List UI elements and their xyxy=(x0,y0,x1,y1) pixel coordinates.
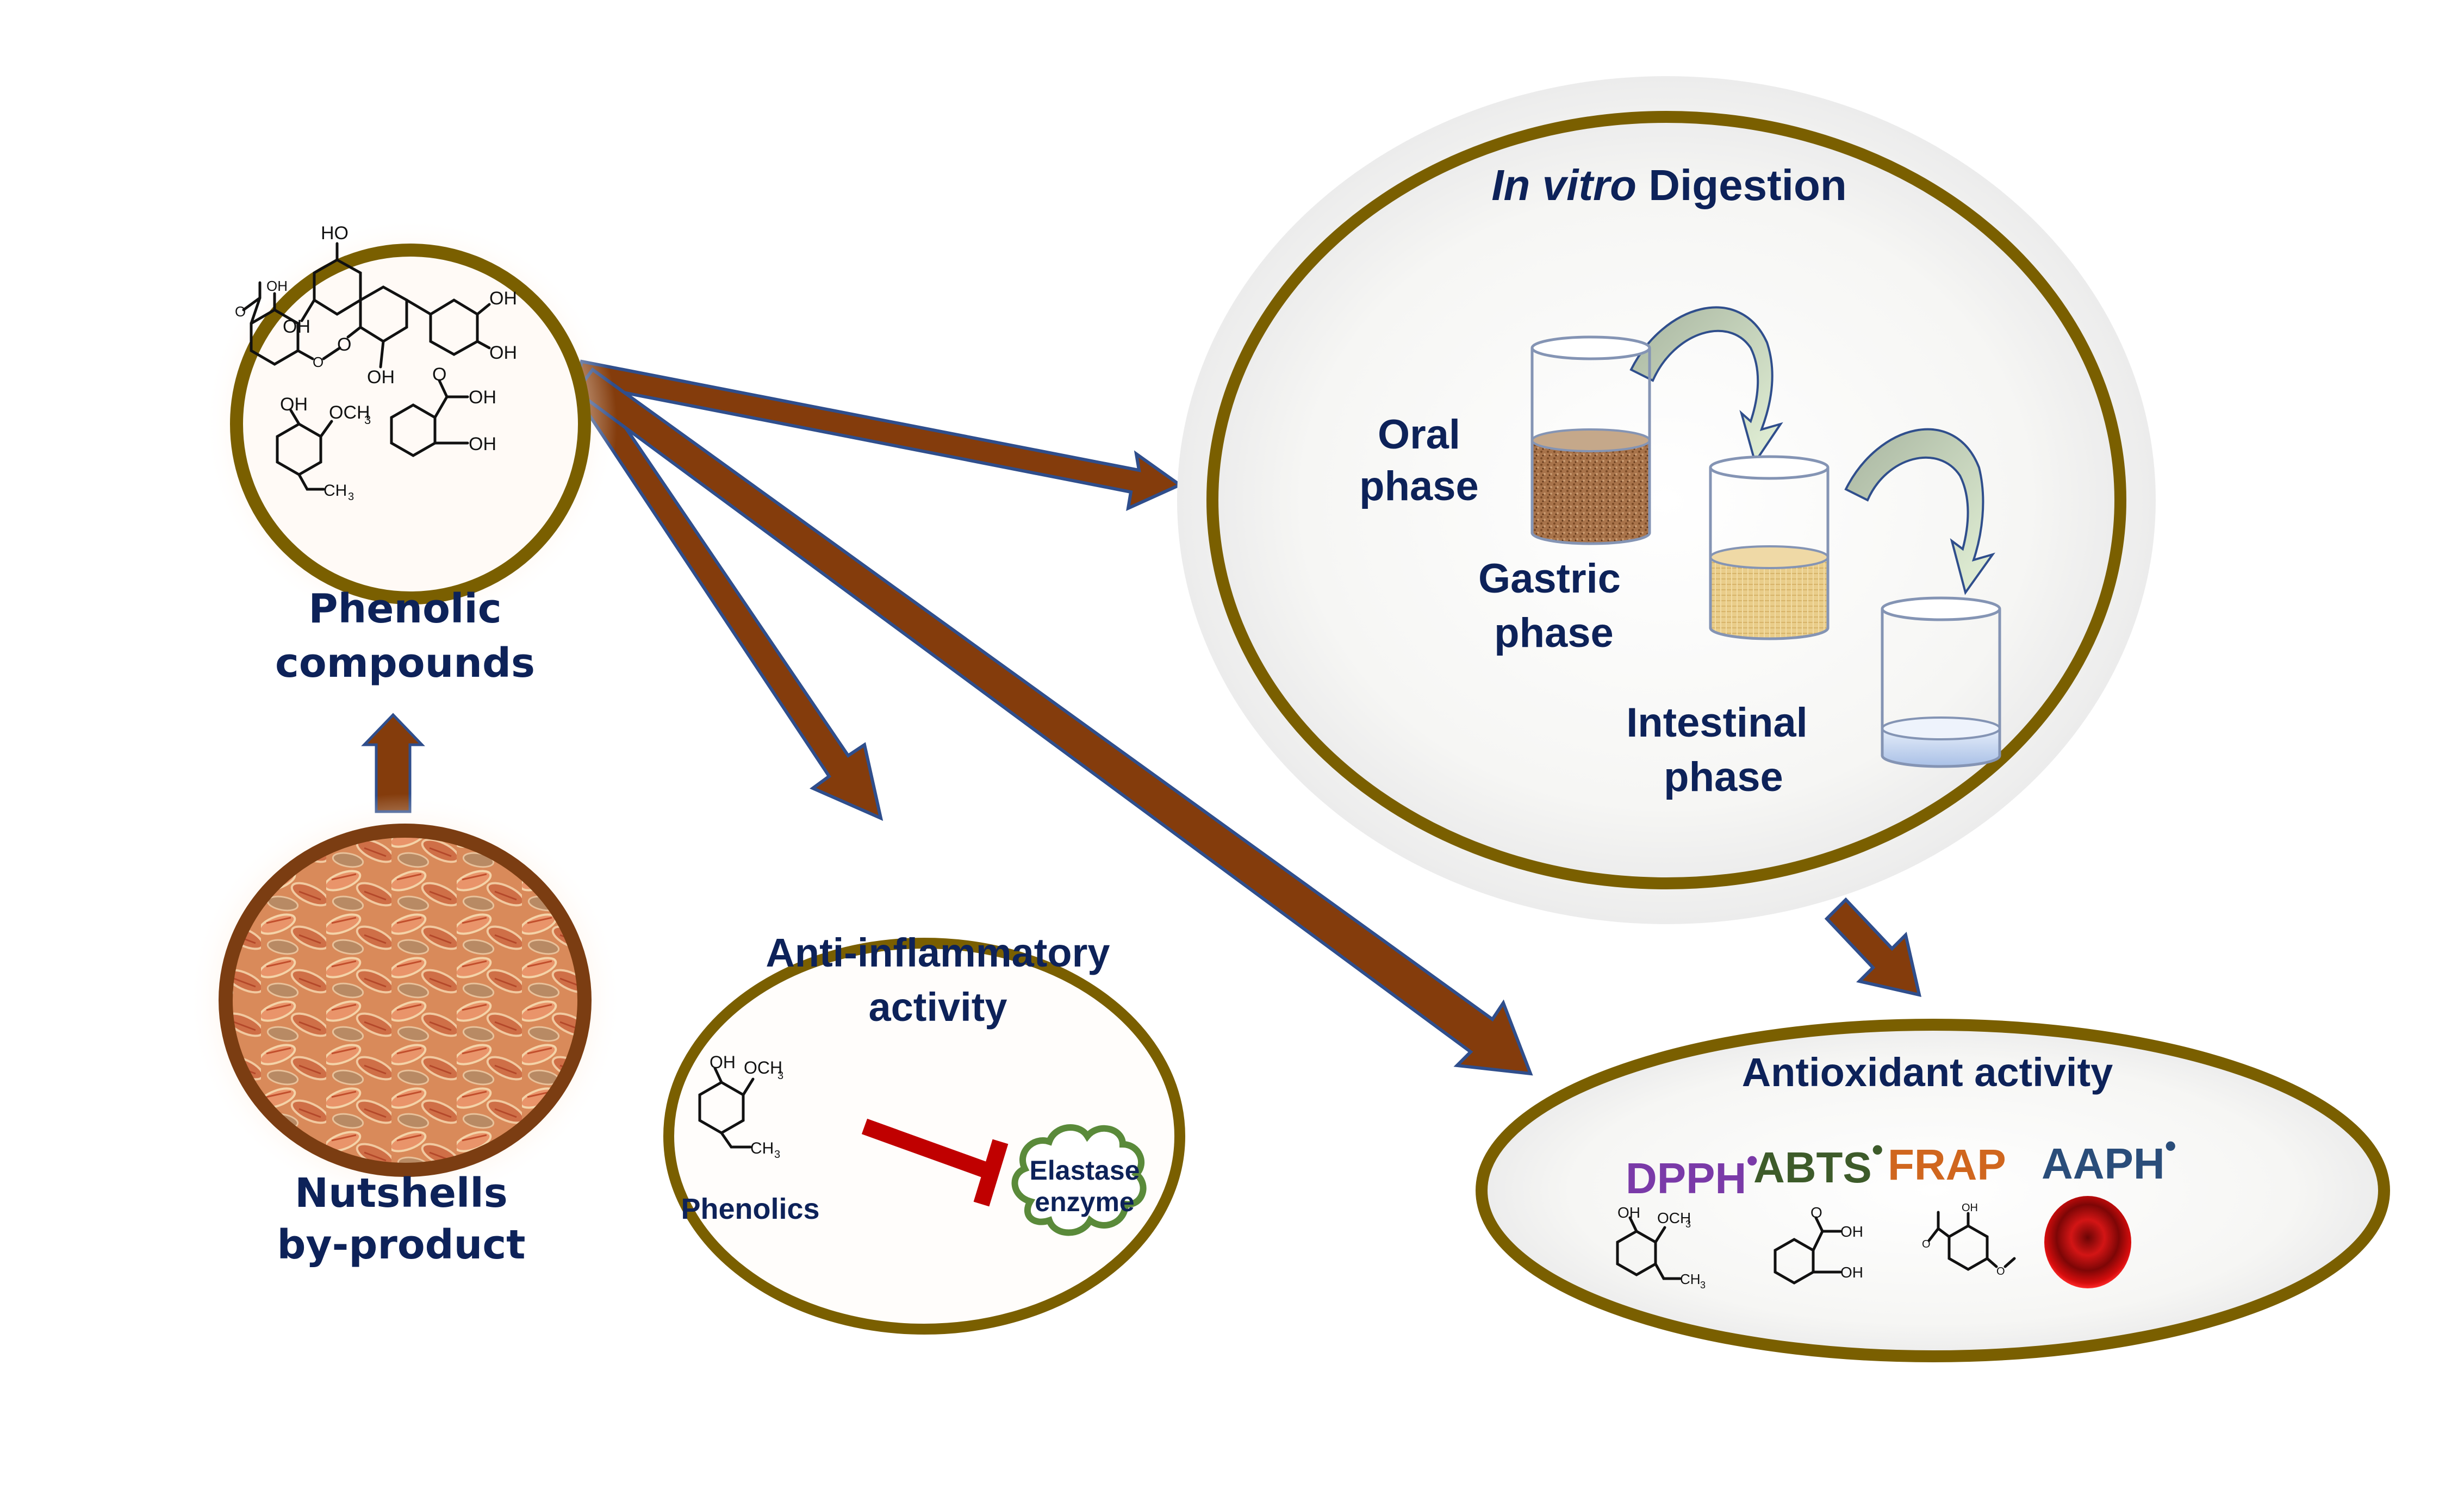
phenolic-ring xyxy=(230,244,591,604)
antioxidant-ring xyxy=(1476,1019,2390,1362)
gastric-phase-line1: Gastric xyxy=(1478,556,1621,602)
chem-label: O xyxy=(313,354,323,370)
chem-label: 3 xyxy=(348,491,354,503)
chem-label: HO xyxy=(321,223,349,244)
elastase-label-line2: enzyme xyxy=(1035,1187,1134,1217)
chem-label: O xyxy=(337,334,351,355)
chem-label: O xyxy=(1810,1204,1822,1221)
radical-dot: • xyxy=(2165,1127,2176,1164)
assay-frap-label: FRAP xyxy=(1888,1140,2006,1189)
digestion-title: In vitro Digestion xyxy=(1491,161,1846,209)
chem-label: OH xyxy=(489,342,517,363)
chem-label: OH xyxy=(710,1052,736,1072)
ethylguaiacol-structure-icon: OH OCH 3 CH 3 xyxy=(276,394,371,503)
chem-label: OCH xyxy=(329,402,370,423)
nutshells-label-line1: Nutshells xyxy=(295,1170,508,1217)
beaker-gastric-icon xyxy=(1709,455,1830,640)
digestion-ring xyxy=(1206,111,2126,889)
phenolic-structure-icon: OH OCH 3 CH 3 xyxy=(698,1052,783,1161)
digestion-node: In vitro Digestion Oral phase Gastric ph… xyxy=(1177,76,2156,924)
phenolics-label: Phenolics xyxy=(681,1193,819,1225)
chem-label: OH xyxy=(469,434,496,454)
beaker-intestinal-icon xyxy=(1881,596,2001,768)
curved-arrow-oral-to-gastric xyxy=(1629,306,1783,465)
chem-label: OH xyxy=(1840,1264,1863,1281)
beaker-oral-icon xyxy=(1530,335,1651,545)
chem-label: 3 xyxy=(1700,1280,1706,1291)
digestion-title-rest: Digestion xyxy=(1637,161,1847,209)
acetophenone-structure-icon: OH O O xyxy=(1922,1202,2016,1277)
chem-label: CH xyxy=(323,482,347,500)
arrows-layer xyxy=(361,359,1921,1076)
digestion-title-italic: In vitro xyxy=(1491,161,1637,209)
phenolic-label-line2: compounds xyxy=(275,640,535,687)
radical-dot: • xyxy=(1872,1131,1883,1168)
antioxidant-title: Antioxidant activity xyxy=(1742,1050,2113,1095)
assay-abts-label: ABTS xyxy=(1753,1143,1872,1192)
intestinal-phase-line2: phase xyxy=(1664,754,1783,800)
anti-inflammatory-title-line1: Anti-inflammatory xyxy=(766,930,1110,975)
inhibition-symbol-icon xyxy=(861,1118,1009,1207)
chem-label: OH xyxy=(266,278,288,294)
chem-label: O xyxy=(432,364,446,385)
chem-label: OH xyxy=(367,367,395,388)
chem-label: OH xyxy=(1617,1204,1640,1221)
chem-label: OCH xyxy=(744,1058,782,1077)
elastase-label-line1: Elastase xyxy=(1030,1155,1140,1186)
arrow-to-antioxidant xyxy=(574,367,1533,1076)
chem-label: 3 xyxy=(1685,1219,1691,1230)
anti-inflammatory-title-line2: activity xyxy=(868,984,1007,1030)
assay-dpph: DPPH• xyxy=(1626,1142,1758,1202)
red-blood-cell-icon xyxy=(2044,1196,2131,1288)
chem-label: O xyxy=(1922,1238,1931,1250)
phenolic-label-line1: Phenolic xyxy=(308,585,501,632)
chem-label: OCH xyxy=(1657,1210,1691,1226)
salicylic-acid-structure-icon: O OH OH xyxy=(1774,1204,1863,1285)
assay-abts: ABTS• xyxy=(1753,1131,1883,1192)
chem-label: OH xyxy=(280,394,308,415)
assay-frap: FRAP xyxy=(1888,1140,2006,1189)
nutshells-label-line2: by-product xyxy=(277,1221,525,1268)
phenolic-compounds-node: HO OH O OH OH OH OH O O OH OCH xyxy=(204,217,617,631)
oral-phase-line1: Oral xyxy=(1378,412,1460,458)
chem-label: O xyxy=(235,303,246,320)
oral-phase-line2: phase xyxy=(1359,463,1479,509)
acetophenone-structure-icon: OH O O xyxy=(235,278,341,370)
assay-aaph: AAPH• xyxy=(2042,1127,2176,1188)
chem-label: OH xyxy=(1962,1202,1978,1214)
assay-dpph-label: DPPH xyxy=(1626,1154,1746,1202)
arrow-digestion-to-antioxidant xyxy=(1824,897,1921,997)
chem-label: O xyxy=(1996,1266,2005,1277)
antioxidant-node: Antioxidant activity DPPH• ABTS• FRAP AA… xyxy=(1476,1019,2390,1362)
anti-inflammatory-ring xyxy=(663,938,1185,1335)
chem-label: CH xyxy=(1680,1271,1701,1287)
chem-label: OH xyxy=(1840,1223,1863,1240)
chem-label: 3 xyxy=(777,1070,783,1082)
arrow-to-anti-inflammatory xyxy=(571,372,883,821)
curved-arrow-gastric-to-intestinal xyxy=(1844,428,1995,595)
elastase-cloud-icon xyxy=(1011,1124,1147,1236)
intestinal-phase-line1: Intestinal xyxy=(1626,700,1808,746)
salicylic-acid-structure-icon: O OH OH xyxy=(390,364,496,457)
nutshells-node xyxy=(188,794,623,1207)
chem-label: OH xyxy=(489,288,517,309)
arrow-to-digestion xyxy=(574,359,1183,512)
ethylguaiacol-structure-icon: OH OCH 3 CH 3 xyxy=(1616,1204,1706,1291)
nutshells-photo xyxy=(232,837,578,1163)
radical-dot: • xyxy=(1746,1142,1758,1179)
gastric-phase-line2: phase xyxy=(1494,610,1614,656)
chem-label: OH xyxy=(469,387,496,408)
chem-label: 3 xyxy=(364,413,371,427)
chem-label: CH xyxy=(750,1139,774,1157)
anti-inflammatory-node: Anti-inflammatory activity OH OCH 3 CH 3… xyxy=(663,930,1185,1335)
assay-aaph-label: AAPH xyxy=(2042,1139,2165,1188)
chem-label: 3 xyxy=(774,1149,780,1161)
